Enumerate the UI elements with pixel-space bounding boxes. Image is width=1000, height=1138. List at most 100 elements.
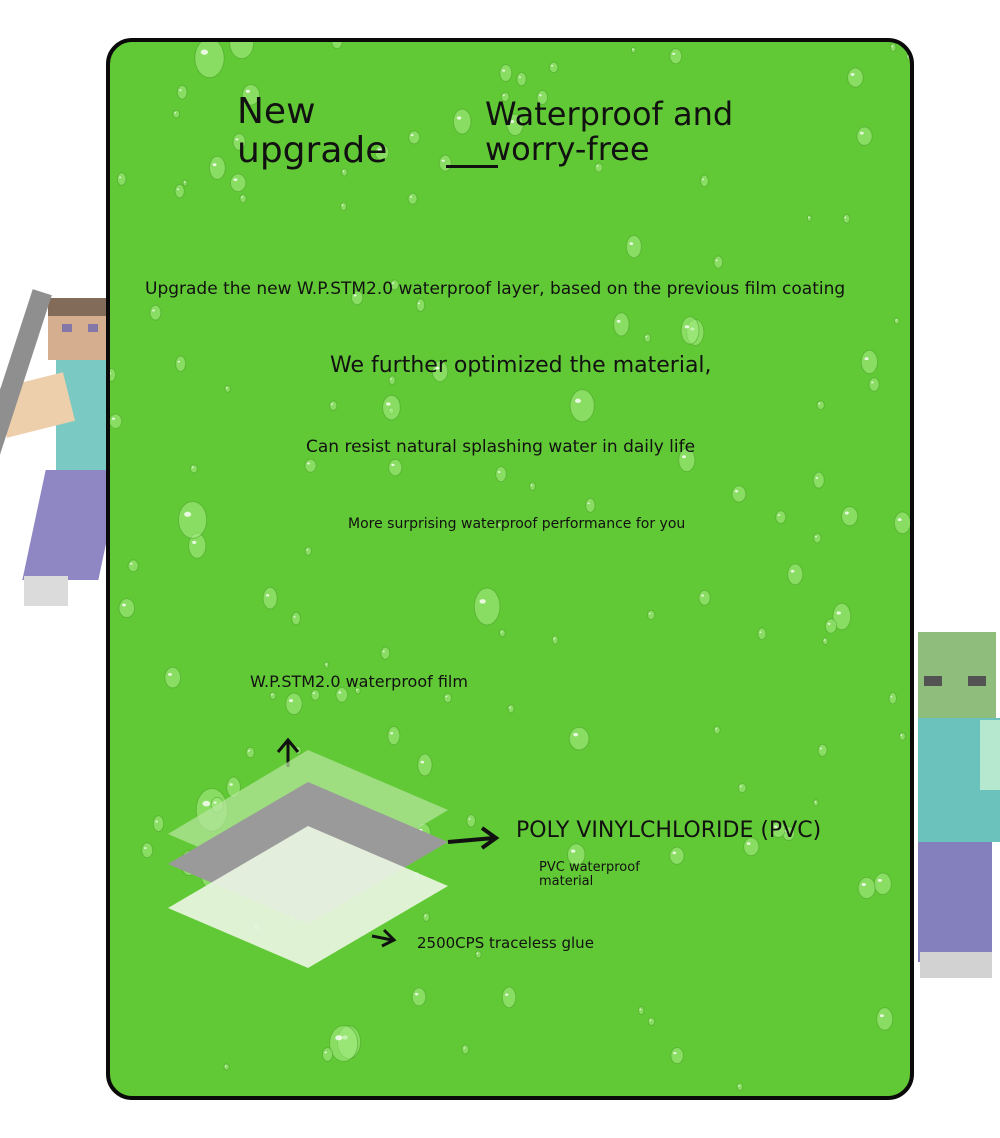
water-drop-icon <box>310 689 321 701</box>
water-drop-icon <box>269 691 277 700</box>
water-drop-icon <box>380 646 391 660</box>
description-line-4: More surprising waterproof performance f… <box>348 516 686 532</box>
water-drop-icon <box>743 837 760 857</box>
water-drop-icon <box>713 255 724 269</box>
water-drop-icon <box>812 471 825 489</box>
water-drop-icon <box>548 61 559 74</box>
water-drop-icon <box>700 174 709 188</box>
water-drop-icon <box>860 349 879 375</box>
water-drop-icon <box>876 1007 894 1031</box>
water-drop-icon <box>643 333 652 343</box>
water-drop-icon <box>321 1047 334 1062</box>
water-drop-icon <box>806 214 812 222</box>
water-drop-icon <box>856 126 873 146</box>
water-drop-icon <box>452 108 472 135</box>
water-drop-icon <box>407 192 418 205</box>
water-drop-icon <box>350 290 364 306</box>
water-drop-icon <box>737 782 747 794</box>
description-line-3: Can resist natural splashing water in da… <box>306 437 696 457</box>
water-drop-icon <box>499 628 506 638</box>
water-drop-icon <box>842 213 851 224</box>
water-drop-icon <box>822 637 829 646</box>
water-drop-icon <box>613 312 630 337</box>
water-drop-icon <box>304 458 317 473</box>
water-drop-icon <box>389 279 400 291</box>
water-drop-icon <box>841 506 859 527</box>
water-drop-icon <box>817 743 828 757</box>
water-drop-icon <box>329 1024 359 1062</box>
layer-diagram <box>168 737 500 968</box>
water-drop-icon <box>669 846 685 865</box>
label-pvc: POLY VINYLCHLORIDE (PVC) <box>516 818 822 843</box>
water-drop-icon <box>847 67 864 88</box>
water-drop-icon <box>787 563 804 586</box>
blocky-zombie-character-icon <box>900 630 1000 980</box>
water-drop-icon <box>731 485 747 503</box>
water-drop-icon <box>506 113 524 137</box>
water-drop-icon <box>194 42 225 79</box>
water-drop-icon <box>824 618 838 634</box>
water-drop-icon <box>775 510 787 524</box>
water-drop-icon <box>813 799 819 807</box>
water-drop-icon <box>335 687 349 703</box>
water-drop-icon <box>189 464 198 474</box>
water-drop-icon <box>387 726 401 746</box>
water-drop-icon <box>208 155 226 181</box>
water-drop-icon <box>110 367 117 382</box>
water-drop-icon <box>529 481 536 491</box>
water-drop-icon <box>516 71 527 87</box>
water-drop-icon <box>495 465 507 483</box>
headline-separator <box>446 165 498 168</box>
water-drop-icon <box>569 389 595 423</box>
label-traceless-glue: 2500CPS traceless glue <box>417 934 594 952</box>
water-drop-icon <box>893 511 910 535</box>
water-drop-icon <box>291 611 301 626</box>
water-drop-icon <box>669 48 683 65</box>
water-drop-icon <box>388 458 403 477</box>
blocky-steve-character-icon <box>0 280 122 620</box>
water-drop-icon <box>898 732 906 741</box>
water-drop-icon <box>566 843 586 866</box>
water-drop-icon <box>466 813 476 828</box>
water-drop-icon <box>816 400 825 410</box>
water-drop-icon <box>245 746 255 759</box>
water-drop-icon <box>475 950 482 959</box>
water-drop-icon <box>149 304 162 321</box>
water-drop-icon <box>304 546 312 556</box>
water-drop-icon <box>431 360 449 383</box>
water-drop-icon <box>630 46 637 54</box>
water-drop-icon <box>341 168 348 177</box>
water-drop-icon <box>388 375 396 386</box>
water-drop-icon <box>174 183 185 199</box>
water-drop-icon <box>241 84 261 106</box>
water-drop-icon <box>473 587 501 626</box>
water-drop-icon <box>229 173 247 193</box>
water-drop-icon <box>331 42 343 50</box>
water-drop-icon <box>770 821 786 838</box>
water-drop-icon <box>678 447 696 473</box>
water-drop-icon <box>736 1082 744 1092</box>
waterproof-panel: New upgrade Waterproof and worry-free Up… <box>106 38 914 1100</box>
water-drop-icon <box>499 63 513 82</box>
water-drop-icon <box>647 1017 656 1026</box>
arrow-right-small-icon <box>371 928 397 948</box>
water-drop-icon <box>411 987 427 1007</box>
water-drop-icon <box>698 589 711 606</box>
water-drop-icon <box>324 661 330 669</box>
water-drop-icon <box>507 704 515 714</box>
headline-new-upgrade: New upgrade <box>237 91 388 171</box>
description-line-2: We further optimized the material, <box>330 353 712 378</box>
water-drop-icon <box>182 179 188 187</box>
water-drop-icon <box>224 385 231 393</box>
water-drop-icon <box>417 753 433 777</box>
water-drop-icon <box>175 355 187 372</box>
water-drop-icon <box>536 89 549 105</box>
water-drop-icon <box>497 522 503 529</box>
water-drop-icon <box>757 627 767 641</box>
water-drop-icon <box>152 815 165 832</box>
water-drop-icon <box>890 42 897 53</box>
description-line-1: Upgrade the new W.P.STM2.0 waterproof la… <box>145 279 846 299</box>
water-drop-icon <box>638 1006 645 1016</box>
water-drop-icon <box>832 602 852 631</box>
